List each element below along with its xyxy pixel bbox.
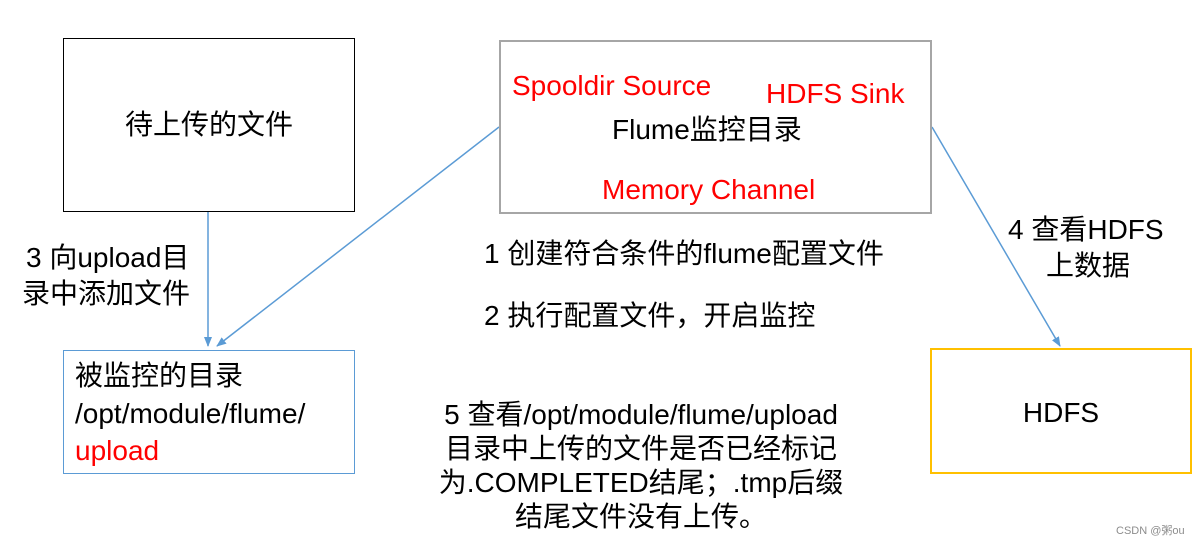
arrow-flume-to-hdfs bbox=[931, 126, 1061, 347]
step-2: 2 执行配置文件，开启监控 bbox=[484, 300, 816, 331]
step-5-line-2: 目录中上传的文件是否已经标记 bbox=[444, 433, 837, 464]
step-5-line-1: 5 查看/opt/module/flume/upload bbox=[444, 399, 838, 430]
flume-box: Spooldir Source HDFS Sink Flume监控目录 Memo… bbox=[499, 40, 932, 214]
step-4-line-2: 上数据 bbox=[1046, 250, 1131, 281]
hdfs-sink-label: HDFS Sink bbox=[766, 78, 905, 109]
spooldir-source-label: Spooldir Source bbox=[512, 70, 712, 101]
pending-files-box: 待上传的文件 bbox=[63, 38, 355, 212]
monitored-dir-title: 被监控的目录 bbox=[75, 360, 244, 391]
step-1: 1 创建符合条件的flume配置文件 bbox=[484, 238, 884, 269]
step-5-line-4: 结尾文件没有上传。 bbox=[514, 501, 767, 532]
monitored-dir-path: /opt/module/flume/ bbox=[75, 398, 306, 429]
monitored-dir-upload: upload bbox=[75, 435, 160, 466]
memory-channel-label: Memory Channel bbox=[602, 174, 816, 205]
arrow-flume-to-monitored bbox=[216, 126, 500, 347]
step-3-line-2: 录中添加文件 bbox=[22, 278, 191, 309]
hdfs-box: HDFS bbox=[930, 348, 1192, 474]
step-5-line-3: 为.COMPLETED结尾；.tmp后缀 bbox=[438, 467, 844, 498]
flume-title: Flume监控目录 bbox=[612, 114, 802, 145]
monitored-dir-box: 被监控的目录 /opt/module/flume/ upload bbox=[63, 350, 355, 474]
step-3-line-1: 3 向upload目 bbox=[26, 242, 190, 273]
step-5: 5 查看/opt/module/flume/upload 目录中上传的文件是否已… bbox=[406, 398, 876, 534]
step-4-line-1: 4 查看HDFS bbox=[1008, 214, 1164, 245]
hdfs-label: HDFS bbox=[1022, 397, 1100, 428]
pending-files-label: 待上传的文件 bbox=[124, 109, 293, 140]
watermark: CSDN @粥ou bbox=[1116, 525, 1185, 537]
